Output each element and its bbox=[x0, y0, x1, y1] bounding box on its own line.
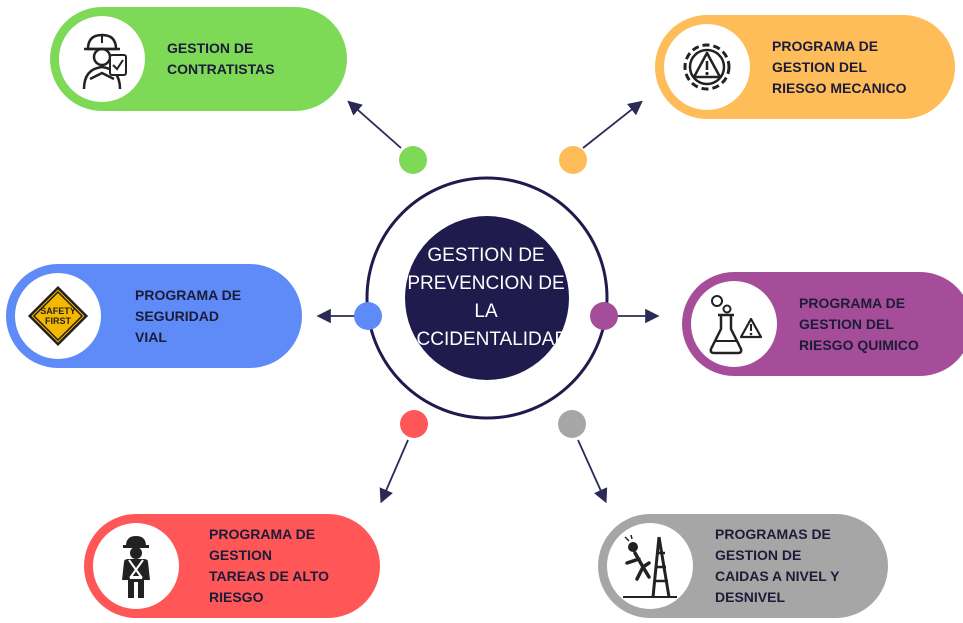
arrow-alto-riesgo bbox=[379, 439, 409, 504]
program-seguridad-vial[interactable]: SAFETY FIRST PROGRAMA DE SEGURIDAD VIAL bbox=[6, 264, 302, 368]
program-label-riesgo-mecanico: PROGRAMA DE GESTION DEL RIESGO MECANICO bbox=[772, 37, 907, 96]
harness-worker-icon bbox=[93, 523, 179, 609]
node-dot-riesgo-mecanico bbox=[559, 146, 587, 174]
program-label-riesgo-quimico: PROGRAMA DE GESTION DEL RIESGO QUIMICO bbox=[799, 294, 919, 353]
program-caidas[interactable]: PROGRAMAS DE GESTION DE CAIDAS A NIVEL Y… bbox=[598, 514, 888, 618]
gear-warning-icon bbox=[664, 24, 750, 110]
center-title: GESTION DE PREVENCION DE LA ACCIDENTALID… bbox=[403, 245, 569, 350]
program-label-caidas: PROGRAMAS DE GESTION DE CAIDAS A NIVEL Y… bbox=[715, 526, 840, 605]
program-riesgo-quimico[interactable]: PROGRAMA DE GESTION DEL RIESGO QUIMICO bbox=[682, 272, 963, 376]
node-dot-riesgo-quimico bbox=[590, 302, 618, 330]
node-dot-caidas bbox=[558, 410, 586, 438]
arrow-riesgo-mecanico bbox=[582, 100, 643, 149]
arrow-caidas bbox=[577, 439, 608, 504]
arrow-contratistas bbox=[347, 100, 402, 149]
outer-ring bbox=[365, 176, 609, 420]
node-dot-alto-riesgo bbox=[400, 410, 428, 438]
program-label-alto-riesgo: PROGRAMA DE GESTION TAREAS DE ALTO RIESG… bbox=[209, 526, 330, 605]
contractor-worker-icon bbox=[59, 16, 145, 102]
program-riesgo-mecanico[interactable]: PROGRAMA DE GESTION DEL RIESGO MECANICO bbox=[655, 15, 955, 119]
program-label-seguridad-vial: PROGRAMA DE SEGURIDAD VIAL bbox=[135, 286, 242, 345]
safety-first-sign-icon: SAFETY FIRST bbox=[15, 273, 101, 359]
svg-text:FIRST: FIRST bbox=[45, 316, 72, 326]
center-circle bbox=[405, 216, 569, 380]
chemical-flask-warning-icon bbox=[691, 281, 777, 367]
node-dot-seguridad-vial bbox=[354, 302, 382, 330]
program-alto-riesgo[interactable]: PROGRAMA DE GESTION TAREAS DE ALTO RIESG… bbox=[84, 514, 380, 618]
node-dot-contratistas bbox=[399, 146, 427, 174]
program-label-contratistas: GESTION DE CONTRATISTAS bbox=[167, 40, 275, 77]
falling-ladder-icon bbox=[607, 523, 693, 609]
svg-text:SAFETY: SAFETY bbox=[40, 306, 76, 316]
program-contratistas[interactable]: GESTION DE CONTRATISTAS bbox=[50, 7, 347, 111]
